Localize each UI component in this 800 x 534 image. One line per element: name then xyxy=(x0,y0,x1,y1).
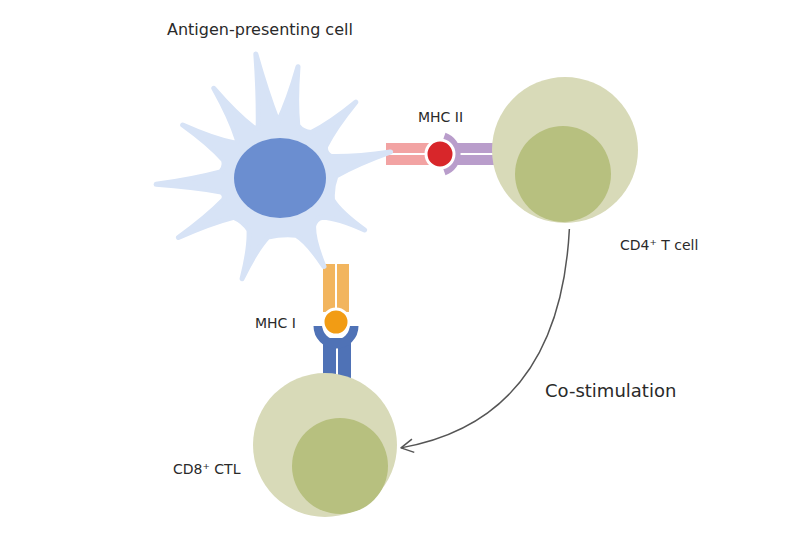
dendritic-cell-shape xyxy=(150,45,400,290)
cd8-ctl-cell: CD8⁺ CTL xyxy=(253,373,397,517)
cell-label: CD8⁺ CTL xyxy=(173,461,240,477)
t-cell-shape xyxy=(253,373,397,517)
nucleus xyxy=(292,418,388,514)
co-stimulation-arrow xyxy=(401,229,569,452)
cell-membrane xyxy=(492,77,638,223)
molecule-label: MHC I xyxy=(255,315,296,331)
molecule-label: MHC II xyxy=(418,109,463,125)
nucleus xyxy=(515,126,611,222)
t-cell-shape xyxy=(492,77,638,223)
cell-membrane xyxy=(156,54,391,279)
cell-label: CD4⁺ T cell xyxy=(620,237,698,253)
cell-label: Antigen-presenting cell xyxy=(167,20,353,39)
edge-label: Co-stimulation xyxy=(545,380,676,401)
mhc-i-complex xyxy=(318,264,354,388)
cell-membrane xyxy=(253,373,397,517)
nucleus xyxy=(234,138,326,218)
cd4-t-cell: CD4⁺ T cell xyxy=(492,77,638,223)
antigen-presenting-cell: Antigen-presenting cell xyxy=(150,45,400,290)
